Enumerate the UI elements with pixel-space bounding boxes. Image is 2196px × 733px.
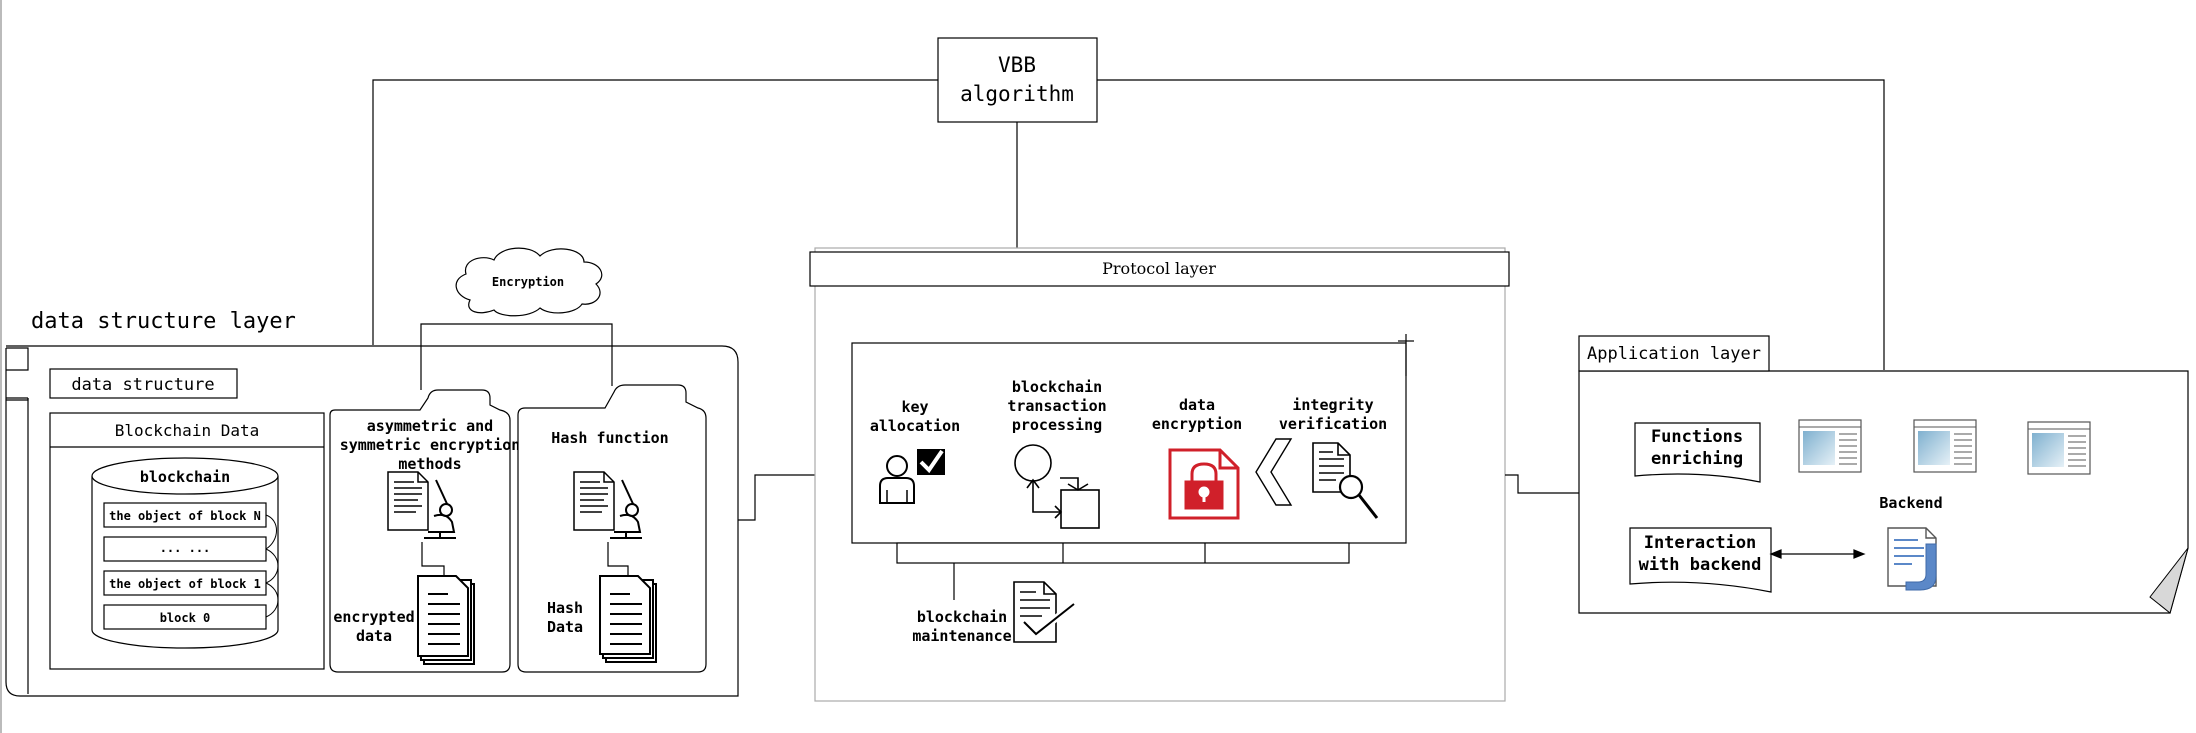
backend-label: Backend: [1879, 494, 1942, 512]
key-allocation-line1: key: [901, 398, 928, 416]
lock-document-icon: [1168, 448, 1240, 520]
protocol-layer-title: Protocol layer: [1102, 259, 1216, 278]
tx-processing-line2: transaction: [1007, 397, 1106, 415]
data-structure-label: data structure: [71, 375, 214, 395]
vbb-line1: VBB: [998, 53, 1036, 77]
interaction-line1: Interaction: [1644, 533, 1757, 553]
data-structure-label-box: data structure: [49, 368, 238, 399]
interaction-line2: with backend: [1639, 555, 1762, 575]
functions-line1: Functions: [1651, 427, 1743, 447]
block-n: the object of block N: [109, 509, 261, 523]
window-icon-2: [1913, 419, 1977, 473]
backend-document-icon: [1887, 527, 1937, 591]
block-links: [265, 514, 279, 618]
chevron-left-icon: [1255, 438, 1293, 506]
document-search-icon: [1312, 442, 1379, 519]
window-icon-1: [1798, 419, 1862, 473]
protocol-inner-panel: key allocation blockchain transaction pr…: [851, 334, 1414, 544]
block-dots: ... ...: [160, 541, 211, 555]
asym-line3: methods: [398, 455, 461, 473]
bidirectional-arrow: [1769, 549, 1866, 559]
encrypted-data-line2: data: [356, 627, 392, 645]
maintenance-line2: maintenance: [912, 627, 1011, 645]
interaction-with-backend-box: Interaction with backend: [1629, 527, 1772, 593]
data-encryption-line1: data: [1179, 396, 1215, 414]
vbb-algorithm-box: VBB algorithm: [937, 37, 1098, 123]
encryption-cloud: Encryption: [455, 247, 603, 317]
top-connectors: [372, 79, 1885, 370]
hash-function-panel: Hash function: [517, 384, 707, 673]
protocol-bottom-bar: [896, 542, 1350, 600]
hash-function-title: Hash function: [551, 429, 668, 447]
integrity-line2: verification: [1279, 415, 1387, 433]
hash-data-document-icon: [599, 575, 657, 663]
tx-processing-line1: blockchain: [1012, 378, 1102, 396]
key-allocation-line2: allocation: [870, 417, 960, 435]
block-1: the object of block 1: [109, 577, 261, 591]
window-icon-3: [2027, 421, 2091, 475]
protocol-to-app-connector: [1505, 474, 1579, 494]
blockchain-data-panel: Blockchain Data blockchain the object of…: [49, 412, 325, 670]
document-check-icon: [1013, 581, 1077, 643]
asym-line2: symmetric encryption: [340, 436, 521, 454]
blockchain-data-title: Blockchain Data: [115, 421, 260, 440]
hash-data-line1: Hash: [547, 599, 583, 617]
maintenance-line1: blockchain: [917, 608, 1007, 626]
integrity-line1: integrity: [1292, 396, 1373, 414]
blockchain-label: blockchain: [140, 468, 230, 486]
transaction-flow-icon: [1014, 444, 1100, 529]
vbb-line2: algorithm: [960, 82, 1074, 106]
asym-line1: asymmetric and: [367, 417, 493, 435]
research-document-icon: [387, 471, 456, 539]
tx-processing-line3: processing: [1012, 416, 1102, 434]
hash-data-line2: Data: [547, 618, 583, 636]
user-check-icon: [879, 449, 945, 504]
block-list: [103, 502, 267, 630]
asym-connector: [421, 542, 445, 578]
functions-enriching-box: Functions enriching: [1634, 422, 1761, 483]
ds-to-protocol-connector: [738, 474, 852, 521]
encryption-connector: [420, 323, 613, 390]
asymmetric-encryption-panel: asymmetric and symmetric encryption meth…: [329, 389, 521, 673]
encrypted-data-document-icon: [417, 575, 475, 665]
encrypted-data-line1: encrypted: [333, 608, 414, 626]
hash-connector: [607, 542, 629, 578]
application-layer-title: Application layer: [1587, 344, 1761, 364]
data-structure-layer-frame: [5, 345, 739, 697]
block-0: block 0: [160, 611, 211, 625]
encryption-label: Encryption: [492, 275, 564, 289]
data-encryption-line2: encryption: [1152, 415, 1242, 433]
hash-research-document-icon: [573, 471, 642, 539]
data-structure-layer-title: data structure layer: [31, 309, 296, 334]
functions-line2: enriching: [1651, 449, 1743, 469]
